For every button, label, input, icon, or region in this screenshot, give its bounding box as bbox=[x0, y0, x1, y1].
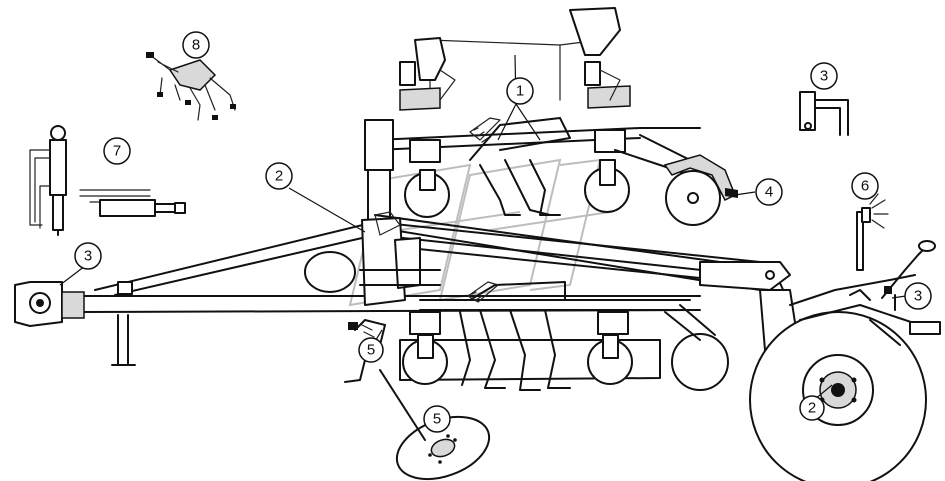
callout-6: 6 bbox=[851, 172, 879, 200]
callout-4: 4 bbox=[755, 178, 783, 206]
callout-2-wheel-label: 2 bbox=[808, 400, 816, 417]
item-3-bracket bbox=[799, 91, 849, 136]
item-6-lamp bbox=[856, 193, 889, 271]
callout-3-coupler-label: 3 bbox=[84, 248, 92, 265]
callout-6-label: 6 bbox=[861, 178, 869, 195]
callout-2-wheel: 2 bbox=[799, 395, 825, 421]
item-2-wheel bbox=[699, 261, 941, 481]
item-7-hydraulic-cylinders bbox=[29, 125, 186, 236]
callout-3-jack-label: 3 bbox=[914, 288, 922, 305]
callout-1-label: 1 bbox=[516, 83, 524, 100]
callout-1: 1 bbox=[506, 77, 534, 105]
lower-shank-row bbox=[399, 281, 729, 391]
upper-brackets bbox=[399, 7, 631, 111]
callout-3-bracket-label: 3 bbox=[820, 68, 828, 85]
callout-5-shank-label: 5 bbox=[367, 342, 375, 359]
item-5-coulter bbox=[344, 319, 491, 481]
item-8-valve-block bbox=[146, 52, 236, 121]
callout-3-bracket: 3 bbox=[810, 62, 838, 90]
callout-8: 8 bbox=[182, 31, 210, 59]
callout-2-top: 2 bbox=[265, 162, 293, 190]
callout-3-coupler: 3 bbox=[74, 242, 102, 270]
main-frame bbox=[79, 211, 791, 366]
callout-5-disc-label: 5 bbox=[433, 411, 441, 428]
item-4-roller bbox=[663, 154, 738, 226]
callout-5-disc: 5 bbox=[423, 405, 451, 433]
callout-5-shank: 5 bbox=[358, 337, 384, 363]
callout-7: 7 bbox=[103, 137, 131, 165]
callout-7-label: 7 bbox=[113, 143, 121, 160]
callout-4-label: 4 bbox=[765, 184, 773, 201]
item-3-coupler bbox=[14, 281, 85, 327]
callout-8-label: 8 bbox=[192, 37, 200, 54]
callout-2-top-label: 2 bbox=[275, 168, 283, 185]
callout-3-jack: 3 bbox=[904, 282, 932, 310]
